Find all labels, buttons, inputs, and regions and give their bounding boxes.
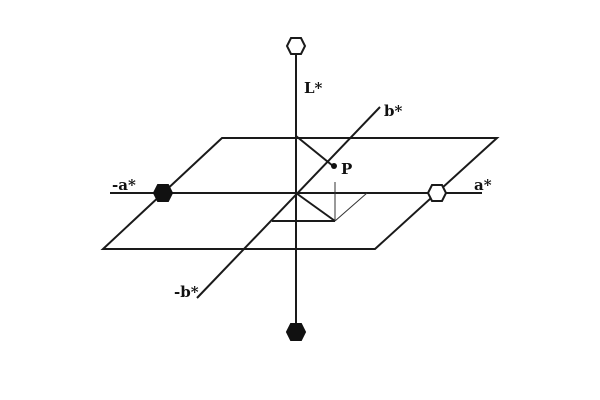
- b-axis: [196, 106, 381, 299]
- projection-b-component: [334, 192, 368, 222]
- white-hexagon-top-icon: [285, 37, 307, 55]
- projection-line-top: [295, 135, 334, 167]
- label-point-p: P: [341, 160, 352, 178]
- label-neg-a-axis: -a*: [112, 176, 136, 194]
- projection-line-bottom: [295, 192, 336, 222]
- label-neg-b-axis: -b*: [174, 283, 199, 301]
- label-a-axis: a*: [474, 176, 492, 194]
- ab-plane: [100, 137, 500, 250]
- black-hexagon-left-icon: [152, 184, 174, 202]
- point-p-marker: [331, 163, 337, 169]
- label-l-axis: L*: [304, 79, 323, 97]
- black-hexagon-bottom-icon: [285, 323, 307, 341]
- label-b-axis: b*: [384, 102, 402, 120]
- white-hexagon-right-icon: [426, 184, 448, 202]
